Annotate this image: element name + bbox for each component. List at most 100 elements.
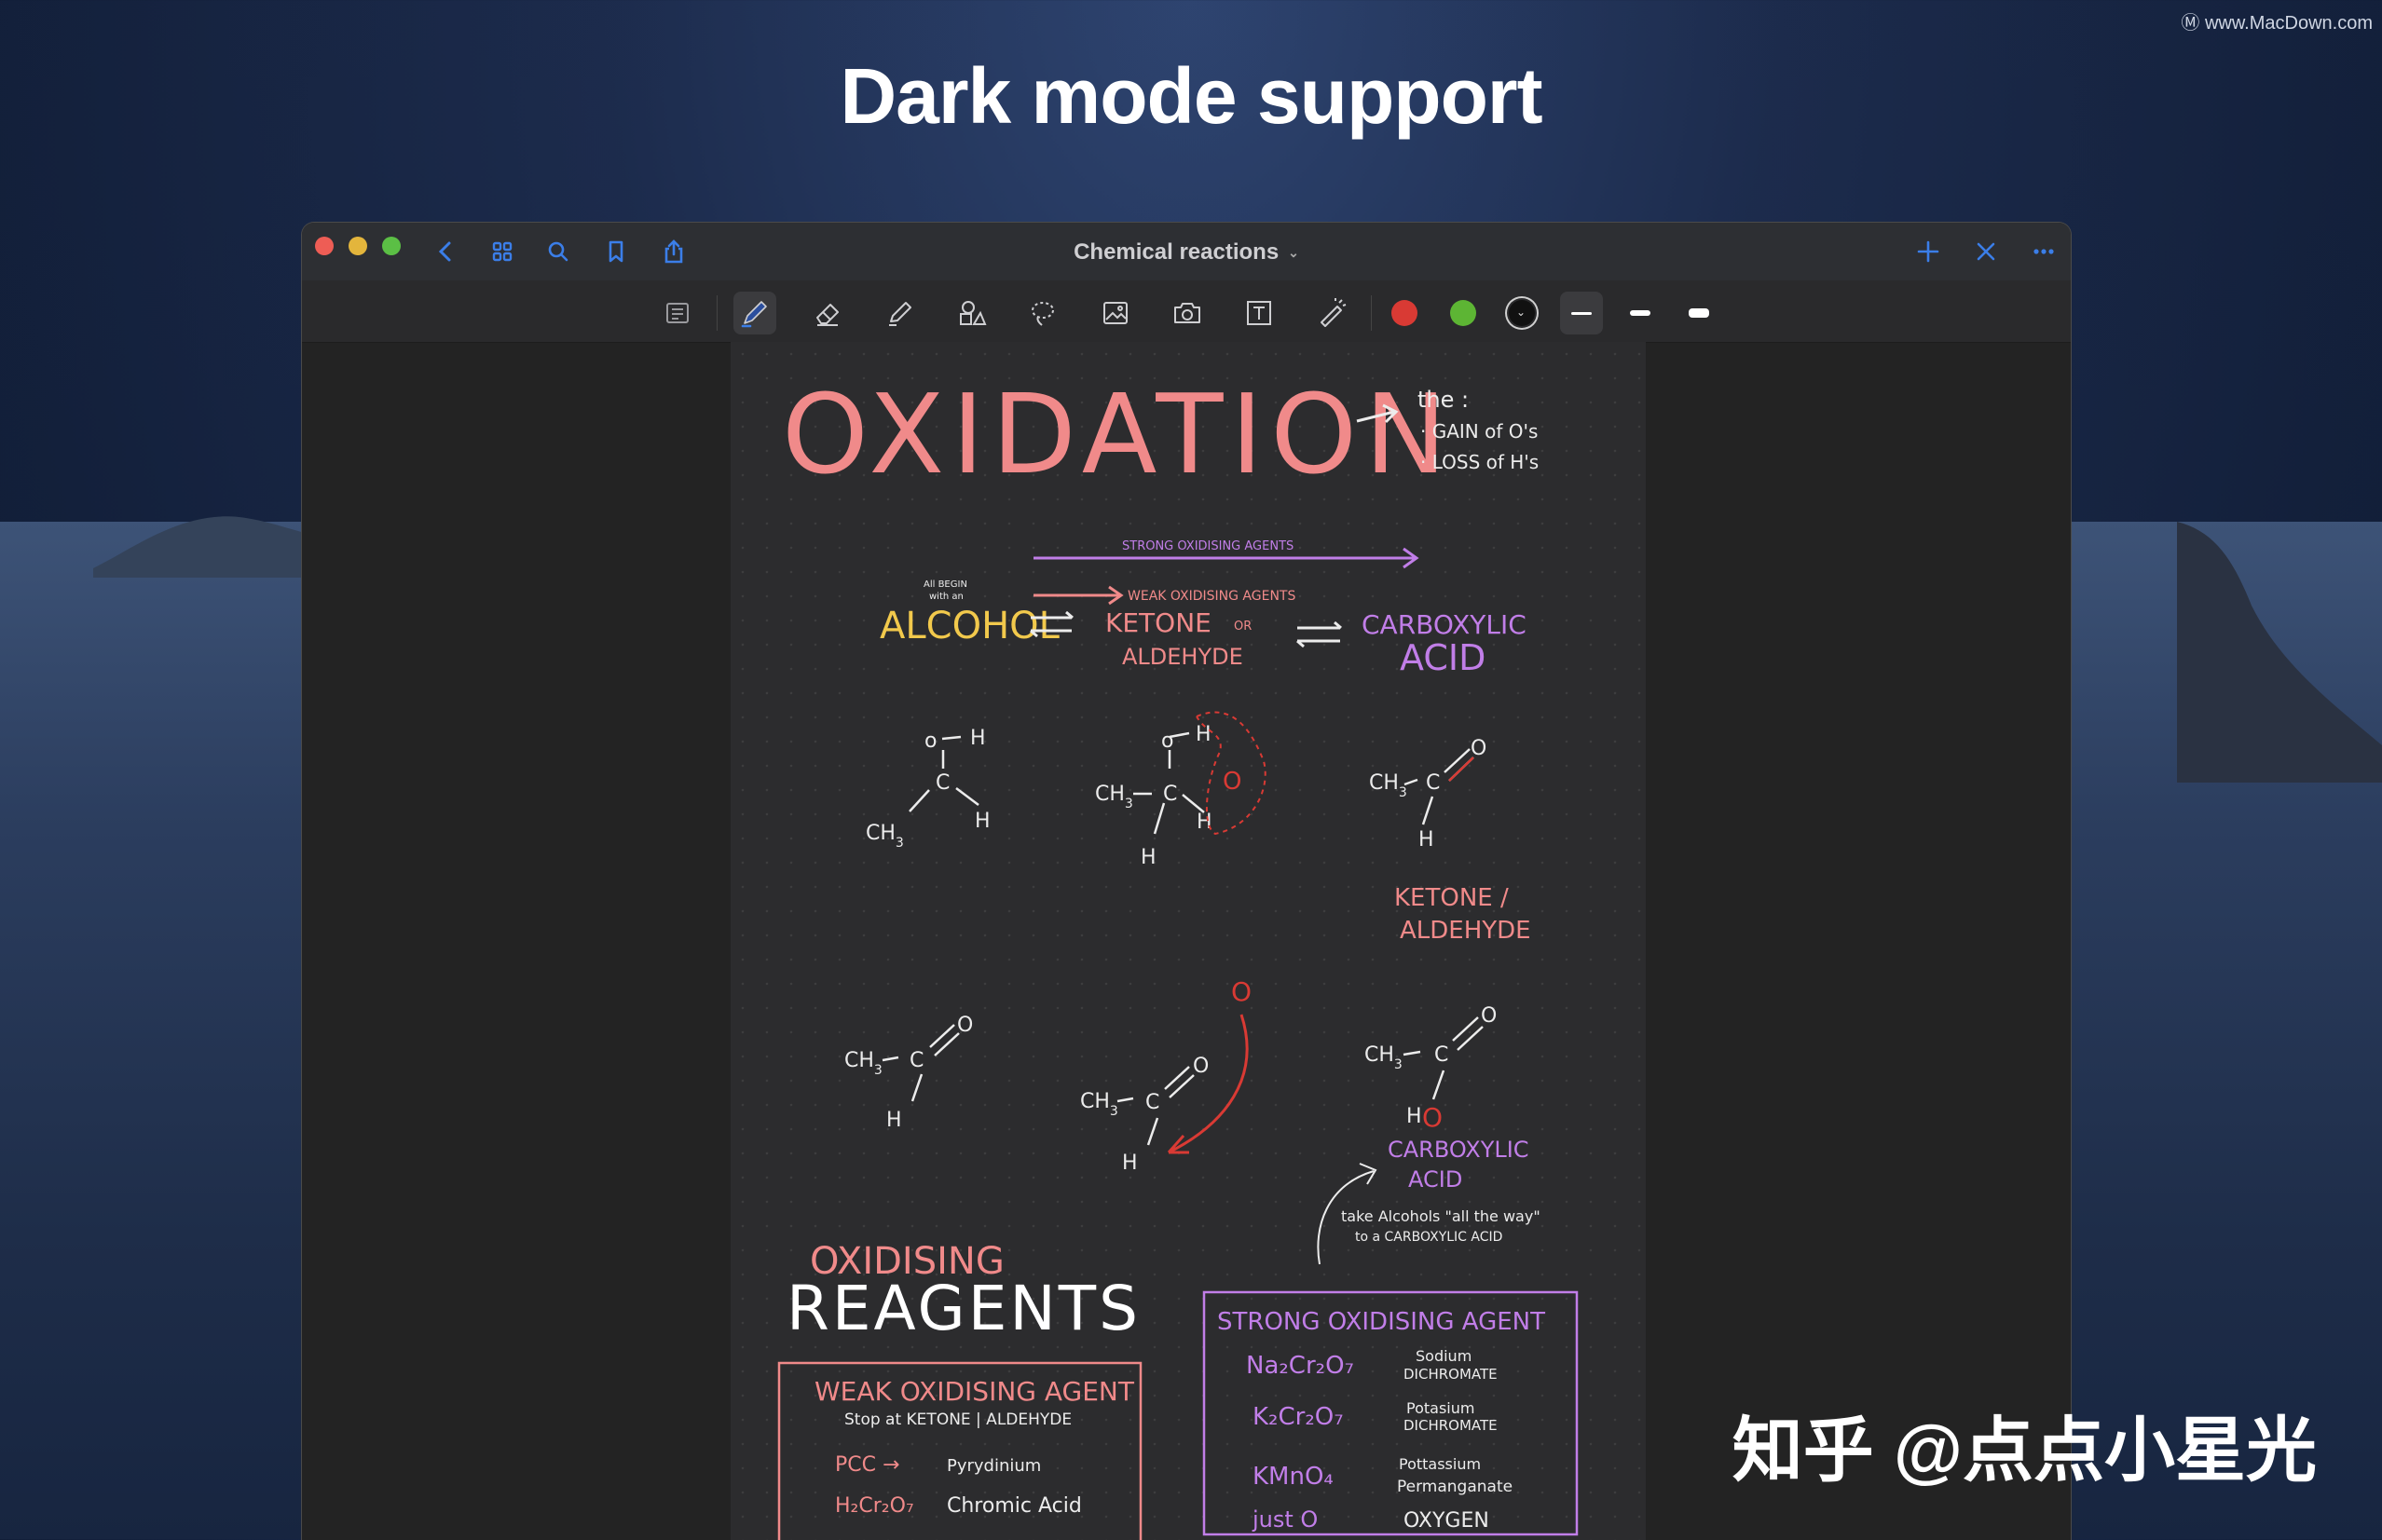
text-icon[interactable]	[1238, 292, 1280, 334]
back-icon[interactable]	[430, 236, 461, 267]
arrowhead	[1382, 403, 1399, 424]
color-black-swatch[interactable]: ⌄	[1500, 292, 1543, 334]
island-right	[2177, 522, 2382, 783]
aldehyde-label: ALDEHYDE	[1122, 644, 1243, 670]
bookmark-icon[interactable]	[600, 236, 632, 267]
molecule-alcohol-2	[1133, 731, 1205, 835]
strong-arrow	[1034, 547, 1419, 569]
take-note-2: to a CARBOXYLIC ACID	[1355, 1230, 1502, 1245]
weak-arrow	[1034, 585, 1124, 606]
strong-item-4-name1: OXYGEN	[1403, 1509, 1489, 1533]
weak-item-2-name: Chromic Acid	[947, 1494, 1082, 1518]
svg-text:C: C	[1426, 771, 1440, 795]
svg-text:CH3: CH3	[1369, 771, 1407, 800]
more-icon[interactable]	[2028, 236, 2060, 267]
headline: Dark mode support	[840, 52, 1542, 140]
molecule-aldehyde	[882, 1024, 960, 1102]
ketone-aldehyde-label-2: ALDEHYDE	[1400, 917, 1531, 945]
svg-text:C: C	[1163, 783, 1177, 806]
svg-text:H: H	[1141, 846, 1157, 869]
ketone-label: KETONE	[1105, 607, 1212, 638]
line-width-thick[interactable]	[1677, 292, 1720, 334]
laser-pointer-icon[interactable]	[1309, 292, 1352, 334]
carboxylic-label: CARBOXYLIC	[1362, 609, 1526, 640]
svg-text:H: H	[1122, 1152, 1138, 1175]
svg-text:O: O	[1193, 1055, 1209, 1078]
read-mode-icon[interactable]	[656, 292, 699, 334]
begin-note-2: with an	[929, 592, 964, 602]
weak-item-1-formula: PCC →	[835, 1453, 899, 1477]
svg-text:H: H	[975, 810, 991, 833]
highlighter-icon[interactable]	[878, 292, 921, 334]
strong-item-2-name1: Potasium	[1406, 1399, 1474, 1417]
toolbar-divider	[1371, 295, 1372, 331]
svg-text:CH3: CH3	[866, 822, 904, 851]
grid-icon[interactable]	[486, 236, 518, 267]
svg-text:H: H	[1196, 723, 1212, 746]
definition-head: the :	[1417, 387, 1469, 413]
reagents-heading-1: OXIDISING	[810, 1240, 1005, 1283]
titlebar: Chemical reactions ⌄	[302, 223, 2071, 280]
definition-line-2: · LOSS of H's	[1420, 451, 1539, 473]
curved-arrow	[1167, 1014, 1249, 1154]
watermark-top: Ⓜ www.MacDown.com	[2181, 13, 2373, 34]
color-green-swatch[interactable]	[1442, 292, 1485, 334]
zoom-window-button[interactable]	[382, 237, 401, 255]
pen-icon[interactable]	[733, 292, 776, 334]
app-window: Chemical reactions ⌄	[301, 222, 2072, 1540]
document-title[interactable]: Chemical reactions ⌄	[302, 239, 2071, 266]
strong-box-title: STRONG OXIDISING AGENT	[1217, 1308, 1545, 1336]
strong-item-2-formula: K₂Cr₂O₇	[1253, 1403, 1344, 1431]
svg-text:C: C	[936, 771, 950, 795]
svg-text:H: H	[970, 727, 986, 750]
close-icon[interactable]	[1970, 236, 2002, 267]
svg-text:H: H	[1418, 828, 1434, 852]
shapes-icon[interactable]	[950, 292, 992, 334]
strong-item-3-name2: Permanganate	[1397, 1478, 1513, 1496]
note-page[interactable]: OXIDATION the : · GAIN of O's · LOSS of …	[731, 342, 1646, 1540]
drawing-toolbar: ⌄	[302, 280, 2071, 343]
handwritten-notes: OXIDATION the : · GAIN of O's · LOSS of …	[777, 370, 1579, 1540]
eraser-icon[interactable]	[806, 292, 849, 334]
highlight-circle	[1196, 711, 1266, 836]
weak-item-2-formula: H₂Cr₂O₇	[835, 1494, 914, 1518]
weak-box-title: WEAK OXIDISING AGENT	[815, 1376, 1135, 1407]
arrow	[1356, 410, 1395, 423]
camera-icon[interactable]	[1166, 292, 1209, 334]
acid-label: ACID	[1400, 637, 1485, 678]
molecule-acid	[1403, 1016, 1484, 1100]
strong-item-1-name2: DICHROMATE	[1403, 1366, 1498, 1383]
svg-text:H: H	[1406, 1105, 1422, 1128]
close-window-button[interactable]	[315, 237, 334, 255]
strong-item-3-name1: Pottassium	[1399, 1455, 1481, 1473]
svg-text:C: C	[1145, 1091, 1159, 1114]
svg-text:CH3: CH3	[1080, 1090, 1118, 1119]
search-icon[interactable]	[542, 236, 574, 267]
image-icon[interactable]	[1094, 292, 1137, 334]
weak-item-1-name: Pyrydinium	[947, 1456, 1041, 1476]
share-icon[interactable]	[658, 236, 690, 267]
strong-arrow-label: STRONG OXIDISING AGENTS	[1122, 539, 1294, 553]
molecule-aldehyde-2	[1116, 1066, 1195, 1146]
begin-note-1: All BEGIN	[924, 579, 967, 590]
molecule-alcohol	[909, 735, 979, 812]
line-width-thin[interactable]	[1560, 292, 1603, 334]
document-title-text: Chemical reactions	[1074, 239, 1280, 265]
svg-text:O: O	[1481, 1004, 1497, 1028]
line-width-medium[interactable]	[1619, 292, 1662, 334]
svg-text:o: o	[1161, 729, 1173, 753]
chevron-down-icon: ⌄	[1288, 245, 1299, 261]
added-oxygen: O	[1231, 976, 1252, 1007]
equilibrium-arrow	[1030, 610, 1074, 638]
svg-text:C: C	[910, 1049, 924, 1072]
minimize-window-button[interactable]	[349, 237, 367, 255]
watermark-bottom: 知乎 @点点小星光	[1732, 1411, 2317, 1491]
lasso-icon[interactable]	[1021, 292, 1064, 334]
add-icon[interactable]	[1912, 236, 1944, 267]
alcohol-label: ALCOHOL	[880, 605, 1061, 647]
svg-text:O: O	[957, 1014, 973, 1037]
color-red-swatch[interactable]	[1383, 292, 1426, 334]
